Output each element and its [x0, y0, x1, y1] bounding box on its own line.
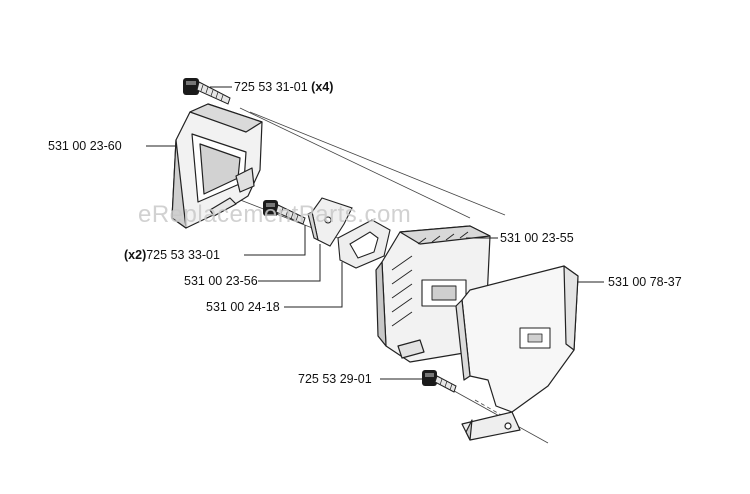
part-number: 531 00 24-18: [206, 300, 280, 314]
leader-lines: [146, 86, 604, 380]
part-label-heat-shield[interactable]: 531 00 78-37: [608, 275, 682, 289]
part-number: 531 00 23-55: [500, 231, 574, 245]
part-label-muffler[interactable]: 531 00 23-55: [500, 231, 574, 245]
bracket-drawing: [307, 197, 353, 247]
part-label-housing[interactable]: 531 00 23-60: [48, 139, 122, 153]
watermark: eReplacementParts.com: [138, 201, 412, 228]
housing-drawing: [171, 103, 263, 229]
part-number: 531 00 23-56: [184, 274, 258, 288]
bolt-bottom-drawing: [422, 370, 457, 393]
part-number: 531 00 23-60: [48, 139, 122, 153]
part-label-bracket[interactable]: 531 00 23-56: [184, 274, 258, 288]
part-label-bolt-mid[interactable]: (x2)725 53 33-01: [124, 248, 220, 262]
part-number: 725 53 33-01: [146, 248, 220, 262]
part-number: 531 00 78-37: [608, 275, 682, 289]
heat-shield-drawing: [455, 265, 579, 441]
bolt-mid-drawing: [263, 200, 306, 225]
part-quantity: (x2): [124, 248, 147, 262]
part-quantity: (x4): [311, 80, 334, 94]
part-number: 725 53 29-01: [298, 372, 372, 386]
part-label-bolt-bottom[interactable]: 725 53 29-01: [298, 372, 372, 386]
part-number: 725 53 31-01: [234, 80, 308, 94]
part-label-bolt-top[interactable]: 725 53 31-01 (x4): [234, 80, 333, 94]
part-label-gasket[interactable]: 531 00 24-18: [206, 300, 280, 314]
gasket-drawing: [337, 219, 391, 269]
bolt-top-drawing: [183, 78, 231, 105]
